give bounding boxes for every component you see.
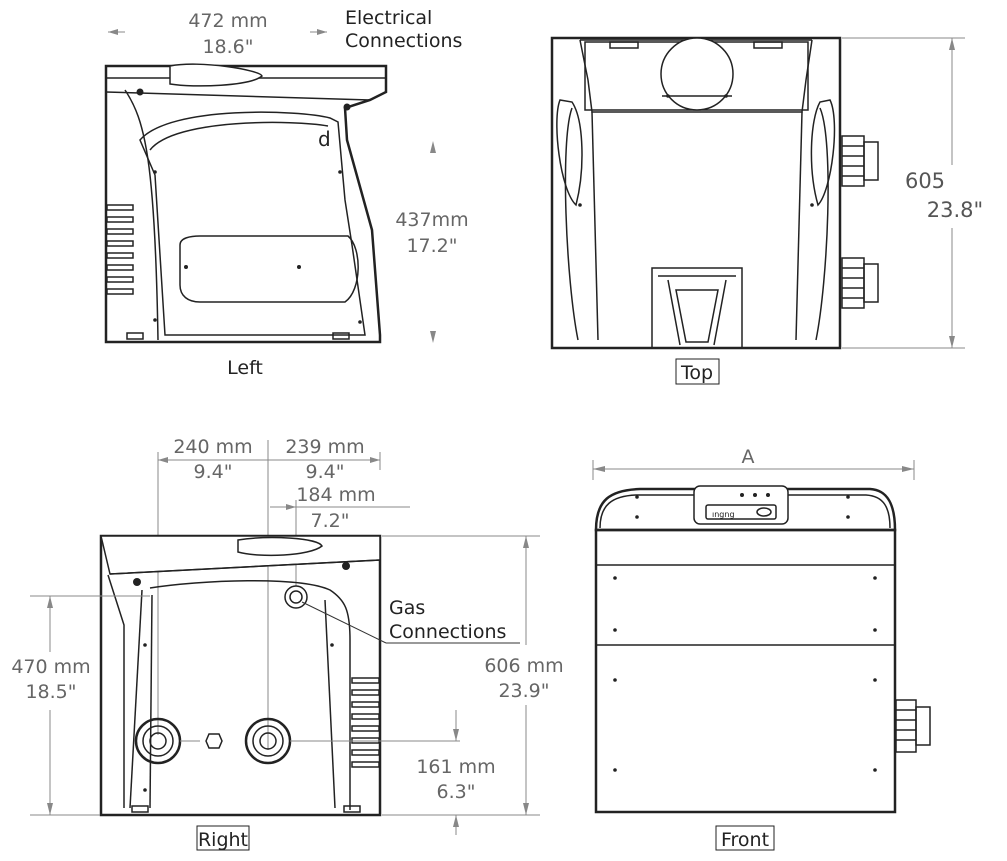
right-left-in: 18.5": [25, 681, 76, 703]
left-view: 472 mm 18.6" Electrical Connections d: [104, 7, 469, 379]
right-bottom-mm: 161 mm: [416, 756, 495, 778]
right-bottom-in: 6.3": [437, 781, 476, 803]
left-height-mm: 437mm: [395, 209, 468, 231]
top-depth-mm: 605: [905, 169, 945, 193]
front-view: A ıngng: [592, 446, 931, 851]
right-b-in: 9.4": [306, 461, 345, 483]
right-b-mm: 239 mm: [285, 436, 364, 458]
right-height-in: 23.9": [498, 680, 549, 702]
top-view: 605 23.8" Top: [550, 36, 983, 385]
right-c-in: 7.2": [311, 510, 350, 532]
front-view-label: Front: [721, 829, 769, 851]
front-width-label: A: [742, 446, 755, 468]
left-width-in: 18.6": [202, 36, 253, 58]
right-view-label: Right: [198, 829, 248, 851]
svg-text:ıngng: ıngng: [712, 510, 735, 519]
right-height-mm: 606 mm: [484, 655, 563, 677]
left-view-label: Left: [227, 357, 263, 379]
gas-label-1: Gas: [389, 597, 425, 619]
top-view-label: Top: [680, 362, 713, 384]
left-width-mm: 472 mm: [188, 10, 267, 32]
left-height-in: 17.2": [406, 235, 457, 257]
right-a-in: 9.4": [194, 461, 233, 483]
svg-text:d: d: [318, 127, 331, 151]
electrical-label-1: Electrical: [345, 7, 432, 29]
right-view: 240 mm 9.4" 239 mm 9.4" 184 mm 7.2": [11, 436, 563, 851]
top-depth-in: 23.8": [927, 198, 983, 222]
right-left-mm: 470 mm: [11, 656, 90, 678]
electrical-label-2: Connections: [345, 30, 462, 52]
right-a-mm: 240 mm: [173, 436, 252, 458]
right-c-mm: 184 mm: [296, 484, 375, 506]
gas-label-2: Connections: [389, 621, 506, 643]
